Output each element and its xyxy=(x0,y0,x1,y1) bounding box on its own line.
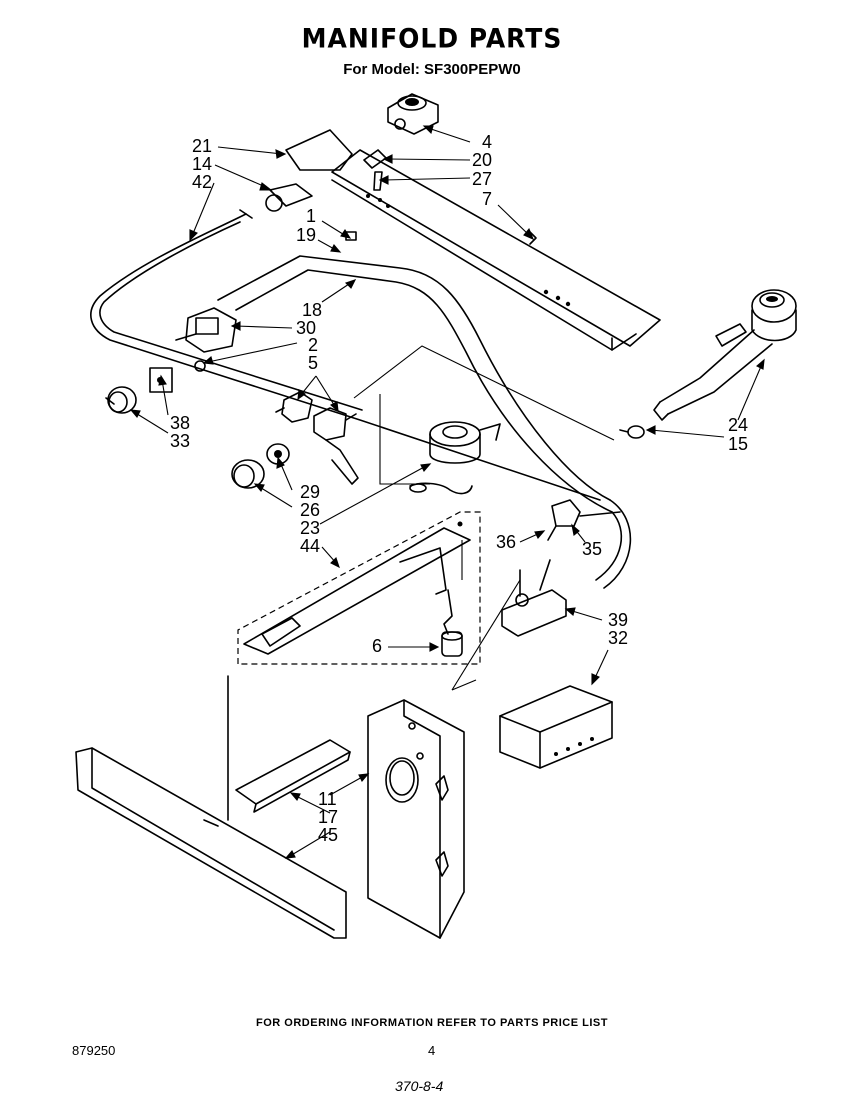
callout-19: 19 xyxy=(296,225,316,245)
valve-part-30 xyxy=(175,307,237,372)
callout-33: 33 xyxy=(170,431,190,451)
manifold-pipe-part-42 xyxy=(90,209,601,501)
control-box-part-32 xyxy=(499,685,613,769)
ordering-note: FOR ORDERING INFORMATION REFER TO PARTS … xyxy=(256,1017,608,1029)
callout-35: 35 xyxy=(582,539,602,559)
callout-5: 5 xyxy=(308,353,318,373)
handwritten-code: 370-8-4 xyxy=(395,1078,444,1094)
manifold-bracket-part-21 xyxy=(285,129,661,351)
callout-17: 17 xyxy=(318,807,338,827)
callout-26: 26 xyxy=(300,500,320,520)
dashed-connection-lines xyxy=(353,345,615,691)
callout-32: 32 xyxy=(608,628,628,648)
callout-1: 1 xyxy=(306,206,316,226)
bracket-part-14 xyxy=(265,183,357,241)
callout-20: 20 xyxy=(472,150,492,170)
callout-7: 7 xyxy=(482,189,492,209)
orifice-part-15 xyxy=(619,425,645,439)
callout-29: 29 xyxy=(300,482,320,502)
control-knob-part-38-33 xyxy=(105,367,173,414)
callout-36: 36 xyxy=(496,532,516,552)
callout-38: 38 xyxy=(170,413,190,433)
callout-42: 42 xyxy=(192,172,212,192)
side-panel xyxy=(367,699,465,939)
valve-part-6 xyxy=(441,631,463,657)
callout-14: 14 xyxy=(192,154,212,174)
callout-15: 15 xyxy=(728,434,748,454)
callout-2: 2 xyxy=(308,335,318,355)
page-title: MANIFOLD PARTS xyxy=(301,23,563,54)
valves-part-5 xyxy=(275,391,359,485)
callout-11: 11 xyxy=(318,789,337,809)
burner-part-24 xyxy=(653,289,797,421)
callout-labels: 21 14 42 4 20 27 7 1 19 18 30 2 5 38 33 … xyxy=(170,132,748,845)
thermostat-part-39 xyxy=(501,559,567,637)
leader-lines xyxy=(129,125,765,859)
callout-24: 24 xyxy=(728,415,748,435)
callout-18: 18 xyxy=(302,300,322,320)
top-burner-part-4 xyxy=(387,93,439,135)
burner-tubes-part-18-19 xyxy=(217,255,632,589)
callout-30: 30 xyxy=(296,318,316,338)
callout-27: 27 xyxy=(472,169,492,189)
igniter-part-36-35 xyxy=(547,499,621,541)
bracket-part-11-17 xyxy=(235,739,351,813)
callout-23: 23 xyxy=(300,518,320,538)
callout-6: 6 xyxy=(372,636,382,656)
burner-part-23 xyxy=(409,421,501,495)
front-rail-part-45 xyxy=(75,675,347,939)
document-number: 879250 xyxy=(72,1043,116,1058)
page-number: 4 xyxy=(428,1043,436,1058)
callout-44: 44 xyxy=(300,536,320,556)
callout-4: 4 xyxy=(482,132,492,152)
model-subtitle: For Model: SF300PEPW0 xyxy=(343,61,521,78)
callout-45: 45 xyxy=(318,825,338,845)
broiler-burner-part-44 xyxy=(237,511,481,665)
callout-39: 39 xyxy=(608,610,628,630)
callout-21: 21 xyxy=(192,136,212,156)
control-knob-part-29-26 xyxy=(231,443,290,489)
